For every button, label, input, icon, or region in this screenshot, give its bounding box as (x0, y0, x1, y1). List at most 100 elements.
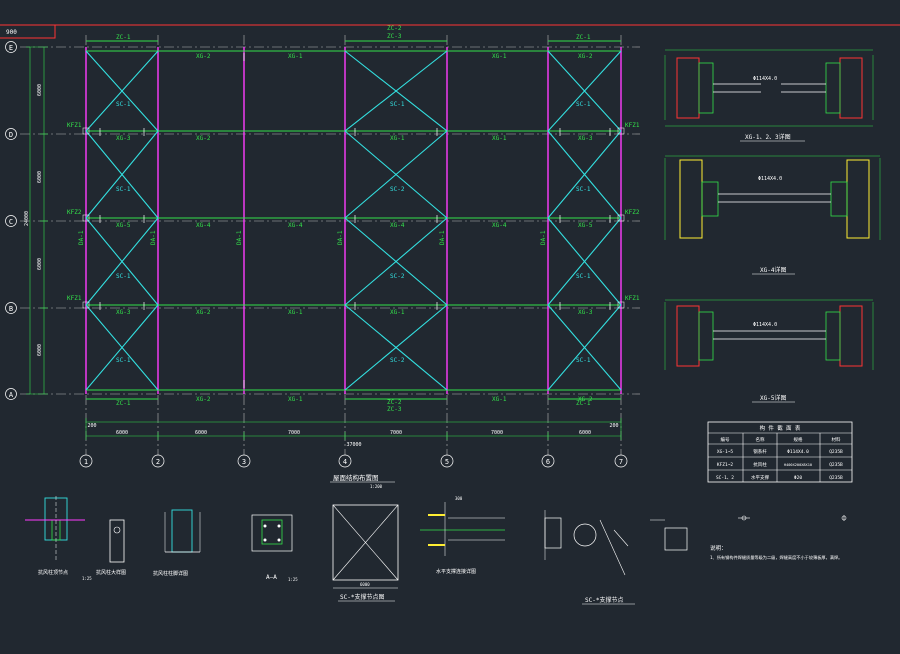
dim-right-small: 200 (609, 423, 618, 429)
sc-4b: SC-2 (390, 357, 405, 364)
axis-label-1: 1 (84, 458, 88, 466)
label-kfz-top: 抗风柱顶节点 (38, 569, 68, 576)
sc-top-dim: 300 (455, 496, 463, 501)
kfz-left-3: KFZ1 (67, 295, 82, 302)
td-0-2: Φ114X4.0 (787, 449, 809, 455)
axis-label-a: A (9, 391, 14, 399)
th-0: 编号 (721, 436, 730, 443)
axis-label-5: 5 (445, 458, 449, 466)
axis-label-d: D (9, 131, 13, 139)
sc-1b: SC-1 (390, 101, 405, 108)
label-sc-node: SC-*支撑节点 (585, 596, 623, 604)
sc-3c: SC-1 (576, 273, 591, 280)
zc-bot-3: ZC-3 (387, 406, 402, 413)
table-title: 构 件 截 面 表 (760, 424, 801, 432)
kfz-base-detail: 抗风柱柱脚详图 (153, 509, 201, 577)
xg-c-1: XG-5 (116, 222, 131, 229)
sc-3a: SC-1 (116, 273, 131, 280)
xg-e-2: XG-1 (288, 53, 303, 60)
xg-c-6: XG-5 (578, 222, 593, 229)
kfz-right-3: KFZ1 (625, 295, 640, 302)
d1-title: XG-1、2、3详图 (745, 133, 791, 141)
xg-e-4: XG-2 (578, 53, 593, 60)
kfz-right-2: KFZ2 (625, 209, 640, 216)
scale-2: 1:25 (288, 577, 298, 582)
dim-total-height: 24000 (24, 211, 30, 226)
zc-top-1: ZC-1 (116, 34, 131, 41)
sc-4c: SC-1 (576, 357, 591, 364)
brace-connection: 300 水平支撑连接详图 (420, 496, 505, 575)
plan-scale: 1:200 (370, 484, 383, 489)
zc-top-4: ZC-1 (576, 34, 591, 41)
label-brace-conn: 水平支撑连接详图 (436, 568, 476, 575)
xg-c-3: XG-4 (288, 222, 303, 229)
dim-total: 37000 (346, 442, 361, 448)
scale-1: 1:25 (82, 576, 92, 581)
d3-title: XG-5详图 (760, 394, 786, 402)
dim-bay-1: 6000 (116, 430, 128, 436)
sc-2a: SC-1 (116, 186, 131, 193)
axis-label-4: 4 (343, 458, 347, 466)
d3-pipe: Φ114X4.0 (753, 322, 777, 328)
axis-label-6: 6 (546, 458, 550, 466)
roof-plan: ZC-1 ZC-2 ZC-3 ZC-1 ZC-1 ZC-2 ZC-3 ZC-1 … (5, 25, 640, 468)
axis-label-2: 2 (156, 458, 160, 466)
kfz-left-2: KFZ2 (67, 209, 82, 216)
xg-b-5: XG-3 (578, 309, 593, 316)
note-1: 1、所有钢构件焊缝质量等级为二级，焊缝高度不小于较薄板厚，满焊。 (710, 554, 842, 561)
sheet-stamp: 900 (6, 29, 17, 36)
dim-bay-3: 7000 (288, 430, 300, 436)
da-2: DA-1 (150, 230, 157, 245)
dim-bay-6: 6000 (579, 430, 591, 436)
dim-row-4: 6000 (37, 344, 43, 356)
sc-1a: SC-1 (116, 101, 131, 108)
xg-d-5: XG-3 (578, 135, 593, 142)
section-aa: A—A 1:25 (251, 514, 298, 582)
bottom-details: 屋面结构布置图 1:200 抗风柱顶节点 1:25 抗风柱大样图 抗风柱柱脚详图 (25, 473, 847, 605)
xg-d-3: XG-1 (390, 135, 405, 142)
axis-label-b: B (9, 305, 13, 313)
dim-bay-2: 6000 (195, 430, 207, 436)
xg-d-1: XG-3 (116, 135, 131, 142)
axis-label-c: C (9, 218, 13, 226)
axis-label-7: 7 (619, 458, 623, 466)
dim-bay-4: 7000 (390, 430, 402, 436)
dim-left-small: 200 (87, 423, 96, 429)
right-details: Φ114X4.0 XG-1、2、3详图 Φ114X4.0 XG-4详图 (664, 49, 881, 483)
da-4: DA-1 (337, 230, 344, 245)
xg-d-2: XG-2 (196, 135, 211, 142)
sc-brace-detail: 6000 SC-*支撑节点图 (332, 504, 399, 602)
td-2-3: Q235B (829, 475, 843, 481)
th-2: 规格 (794, 436, 803, 443)
xg-c-2: XG-4 (196, 222, 211, 229)
th-3: 材料 (832, 436, 841, 443)
d2-title: XG-4详图 (760, 266, 786, 274)
axis-label-3: 3 (242, 458, 246, 466)
xg-123-detail: Φ114X4.0 XG-1、2、3详图 (664, 49, 874, 142)
xg-b-4: XG-1 (390, 309, 405, 316)
kfz-sample-detail: 抗风柱大样图 (96, 519, 126, 576)
sc-4a: SC-1 (116, 357, 131, 364)
kfz-left-1: KFZ1 (67, 122, 82, 129)
sc-2b: SC-2 (390, 186, 405, 193)
da-1: DA-1 (78, 230, 85, 245)
sc-1c: SC-1 (576, 101, 591, 108)
zc-top-3: ZC-3 (387, 33, 402, 40)
td-0-0: XG-1~5 (717, 449, 734, 455)
th-1: 名称 (756, 436, 765, 443)
xg-e-1: XG-2 (196, 53, 211, 60)
kfz-right-1: KFZ1 (625, 122, 640, 129)
zc-top-2: ZC-2 (387, 25, 402, 32)
xg-e-3: XG-1 (492, 53, 507, 60)
xg-c-4: XG-4 (390, 222, 405, 229)
zc-bot-2: ZC-2 (387, 399, 402, 406)
zc-bot-1: ZC-1 (116, 400, 131, 407)
xg-b-1: XG-3 (116, 309, 131, 316)
plate-detail (650, 519, 688, 551)
sc-node-detail: SC-*支撑节点 (544, 510, 635, 605)
section-table: 构 件 截 面 表 编号 名称 规格 材料 XG-1~5 钢系杆 Φ114X4.… (707, 421, 853, 483)
td-1-3: Q235B (829, 462, 843, 468)
td-1-1: 抗风柱 (753, 461, 767, 468)
td-1-0: KFZ1~2 (717, 462, 734, 468)
